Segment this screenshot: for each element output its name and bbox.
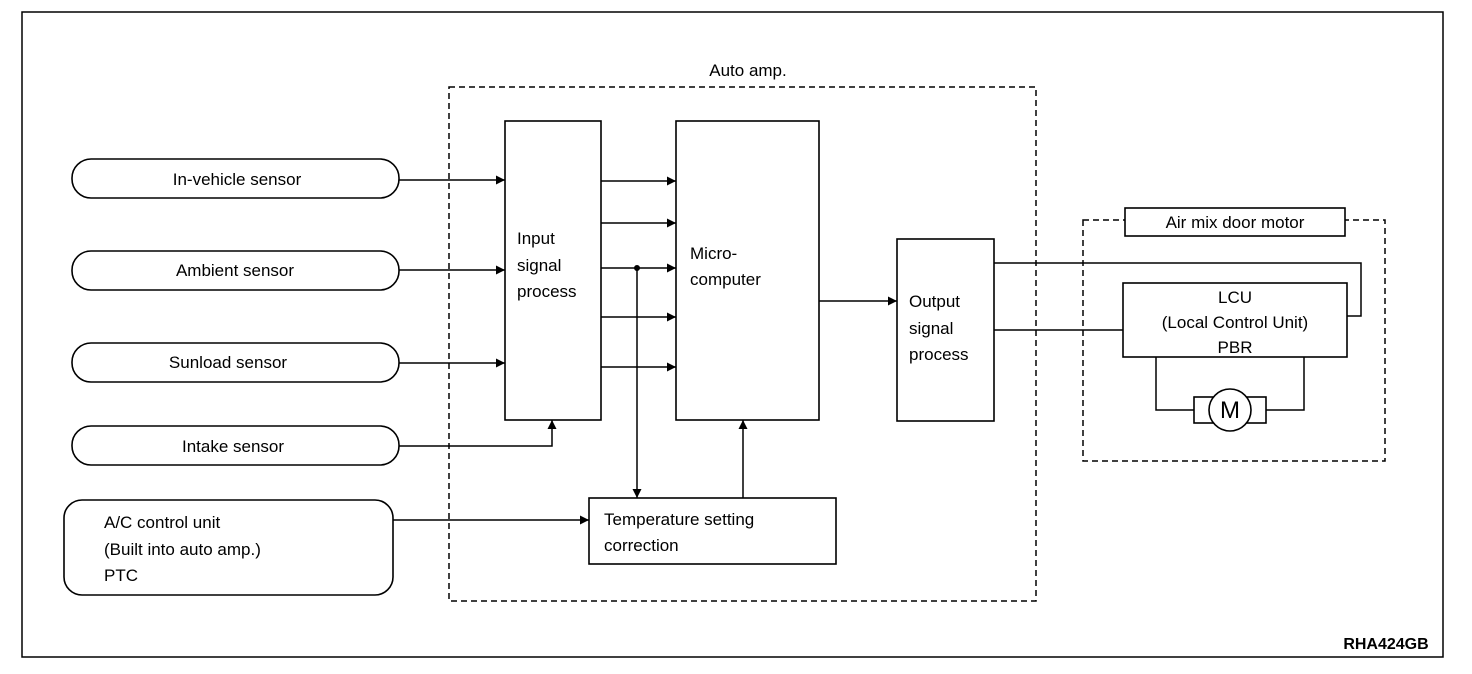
temperature-setting-correction-line2: correction (604, 536, 679, 555)
ac-control-unit: A/C control unit (Built into auto amp.) … (63, 499, 394, 596)
input-signal-process-line3: process (517, 282, 577, 301)
ac-control-unit-line3: PTC (104, 566, 138, 585)
in-vehicle-sensor-label: In-vehicle sensor (173, 170, 302, 189)
ambient-sensor-label: Ambient sensor (176, 261, 294, 280)
wire-lcu-to-motor-right (1266, 357, 1305, 411)
air-mix-door-motor-title: Air mix door motor (1166, 213, 1305, 232)
lcu-line1: LCU (1218, 288, 1252, 307)
ac-control-unit-line1: A/C control unit (104, 513, 220, 532)
air-mix-door-motor-title-box: Air mix door motor (1124, 207, 1346, 237)
microcomputer-block: Micro- computer (675, 120, 820, 421)
temperature-setting-correction-line1: Temperature setting (604, 510, 754, 529)
input-signal-process-line2: signal (517, 256, 561, 275)
output-signal-process-line1: Output (909, 292, 960, 311)
in-vehicle-sensor: In-vehicle sensor (71, 158, 400, 199)
auto-amp-label: Auto amp. (709, 61, 787, 80)
wire-output-to-lcu-top (994, 262, 1362, 317)
ac-control-unit-line2: (Built into auto amp.) (104, 540, 261, 559)
microcomputer-line1: Micro- (690, 244, 737, 263)
sunload-sensor-label: Sunload sensor (169, 353, 287, 372)
motor-symbol: M (1193, 388, 1267, 432)
output-signal-process-line3: process (909, 345, 969, 364)
temperature-setting-correction-block: Temperature setting correction (588, 497, 837, 565)
input-signal-process-line1: Input (517, 229, 555, 248)
lcu-line2: (Local Control Unit) (1162, 313, 1308, 332)
input-signal-process-block: Input signal process (504, 120, 602, 421)
motor-symbol-label: M (1220, 397, 1240, 424)
sunload-sensor: Sunload sensor (71, 342, 400, 383)
lcu-line3: PBR (1218, 338, 1253, 357)
wire-lcu-to-motor-left (1155, 357, 1194, 411)
figure-code: RHA424GB (1343, 636, 1428, 653)
intake-sensor: Intake sensor (71, 425, 400, 466)
arrow-intake-to-input (399, 420, 557, 447)
ambient-sensor: Ambient sensor (71, 250, 400, 291)
microcomputer-line2: computer (690, 270, 761, 289)
intake-sensor-label: Intake sensor (182, 437, 284, 456)
auto-amp-frame (448, 86, 1037, 602)
output-signal-process-block: Output signal process (896, 238, 995, 422)
output-signal-process-line2: signal (909, 319, 953, 338)
lcu-block: LCU (Local Control Unit) PBR (1122, 282, 1348, 358)
figure-border (21, 11, 1444, 658)
